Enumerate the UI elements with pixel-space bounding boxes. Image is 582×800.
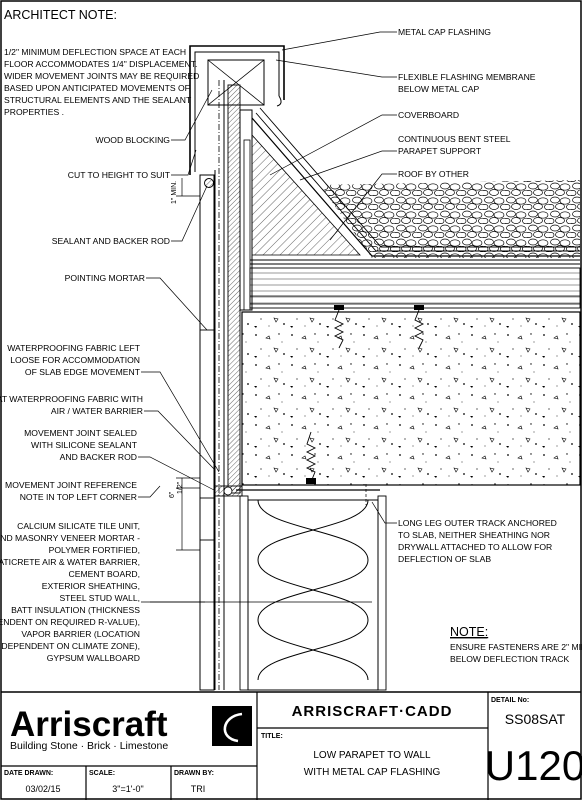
dim-half: 1/2"	[177, 481, 184, 494]
tile-veneer	[199, 174, 215, 691]
logo-wordmark: Arriscraft	[10, 705, 168, 744]
architect-note-line: 1/2" MINIMUM DEFLECTION SPACE AT EACH	[4, 47, 186, 57]
label-roof: ROOF BY OTHER	[398, 169, 469, 179]
architect-note-line: STRUCTURAL ELEMENTS AND THE SEALANT	[4, 95, 192, 105]
detail-no-label: DETAIL No:	[491, 697, 529, 704]
roof-gravel	[320, 180, 580, 258]
label-wall-assembly-8: BATT INSULATION (THICKNESS	[11, 605, 140, 615]
backer-rod	[204, 178, 214, 188]
note-line: ENSURE FASTENERS ARE 2" MIN	[450, 642, 582, 652]
label-wood-blocking: WOOD BLOCKING	[96, 135, 171, 145]
architect-note-line: WIDER MOVEMENT JOINTS MAY BE REQUIRED	[4, 71, 199, 81]
section-drawing	[176, 45, 581, 691]
title-label: TITLE:	[261, 733, 283, 740]
dim-six: 6"	[169, 491, 176, 498]
label-flexible-membrane: FLEXIBLE FLASHING MEMBRANE	[398, 72, 536, 82]
label-wall-assembly-3: POLYMER FORTIFIED,	[49, 545, 140, 555]
label-bent-steel-2: PARAPET SUPPORT	[398, 146, 482, 156]
drawn-by-label: DRAWN BY:	[174, 770, 214, 777]
right-callouts: METAL CAP FLASHING FLEXIBLE FLASHING MEM…	[269, 27, 557, 564]
label-wall-assembly-4: LATICRETE AIR & WATER BARRIER,	[0, 557, 140, 567]
label-wall-assembly-11: DEPENDENT ON CLIMATE ZONE),	[1, 641, 140, 651]
label-wall-assembly-10: VAPOR BARRIER (LOCATION	[21, 629, 140, 639]
label-coverboard: COVERBOARD	[398, 110, 459, 120]
label-movement-joint: MOVEMENT JOINT SEALED	[24, 428, 137, 438]
date-value: 03/02/15	[25, 784, 60, 794]
label-movement-joint-ref-2: NOTE IN TOP LEFT CORNER	[20, 492, 137, 502]
label-wall-assembly: CALCIUM SILICATE TILE UNIT,	[17, 521, 140, 531]
architect-note-line: PROPERTIES .	[4, 107, 64, 117]
architect-note-line: BASED UPON ANTICIPATED MOVEMENTS OF	[4, 83, 190, 93]
label-wall-assembly-7: STEEL STUD WALL,	[59, 593, 140, 603]
label-long-leg-3: DRYWALL ATTACHED TO ALLOW FOR	[398, 542, 552, 552]
logo-mark-icon	[212, 706, 252, 746]
label-coat-waterproofing-2: AIR / WATER BARRIER	[51, 406, 143, 416]
label-wall-assembly-12: GYPSUM WALLBOARD	[47, 653, 140, 663]
label-metal-cap: METAL CAP FLASHING	[398, 27, 491, 37]
label-long-leg-2: TO SLAB, NEITHER SHEATHING NOR	[398, 530, 550, 540]
fastener	[413, 305, 425, 349]
label-pointing-mortar: POINTING MORTAR	[65, 273, 145, 283]
sheet-number: U120	[485, 742, 582, 789]
steel-stud-wall	[247, 499, 379, 691]
concrete-slab	[241, 311, 581, 486]
label-movement-joint-2: WITH SILICONE SEALANT	[31, 440, 138, 450]
logo-tagline: Building Stone · Brick · Limestone	[10, 740, 168, 752]
date-label: DATE DRAWN:	[4, 770, 53, 777]
label-long-leg: LONG LEG OUTER TRACK ANCHORED	[398, 518, 557, 528]
detail-code: SS08SAT	[505, 711, 566, 727]
label-flexible-membrane-2: BELOW METAL CAP	[398, 84, 479, 94]
company-name: ARRISCRAFT·CADD	[292, 703, 453, 720]
label-movement-joint-3: AND BACKER ROD	[60, 452, 137, 462]
label-waterproofing-fabric: WATERPROOFING FABRIC LEFT	[7, 343, 140, 353]
drawing-title-line: LOW PARAPET TO WALL	[313, 750, 431, 761]
label-wall-assembly-9: DEPENDENT ON REQUIRED R-VALUE),	[0, 617, 140, 627]
left-callouts: WOOD BLOCKING CUT TO HEIGHT TO SUIT SEAL…	[0, 89, 372, 663]
label-waterproofing-fabric-3: OF SLAB EDGE MOVEMENT	[25, 367, 141, 377]
drawn-by-value: TRI	[191, 784, 206, 794]
label-wall-assembly-5: CEMENT BOARD,	[69, 569, 140, 579]
label-coat-waterproofing: COAT WATERPROOFING FABRIC WITH	[0, 394, 143, 404]
architect-note-title: ARCHITECT NOTE:	[4, 8, 117, 22]
scale-label: SCALE:	[89, 770, 115, 777]
metal-cap-flashing	[189, 45, 285, 175]
label-bent-steel: CONTINUOUS BENT STEEL	[398, 134, 511, 144]
fastener	[333, 305, 345, 349]
bent-steel-parapet-support	[251, 117, 580, 257]
note-line: BELOW DEFLECTION TRACK	[450, 654, 569, 664]
note-title: NOTE:	[450, 625, 488, 639]
label-wall-assembly-2: HI-BOND MASONRY VENEER MORTAR -	[0, 533, 140, 543]
architect-note-line: FLOOR ACCOMMODATES 1/4" DISPLACEMENT.	[4, 59, 197, 69]
fastener	[305, 431, 317, 484]
label-long-leg-4: DEFLECTION OF SLAB	[398, 554, 491, 564]
label-sealant-backer: SEALANT AND BACKER ROD	[52, 236, 170, 246]
drawing-title-line: WITH METAL CAP FLASHING	[304, 767, 441, 778]
label-waterproofing-fabric-2: LOOSE FOR ACCOMMODATION	[10, 355, 140, 365]
dim-min: 1" MIN.	[171, 181, 178, 204]
scale-value: 3"=1'-0"	[112, 784, 143, 794]
title-block: Arriscraft Building Stone · Brick · Lime…	[1, 691, 582, 800]
wood-blocking	[207, 59, 265, 106]
label-movement-joint-ref: MOVEMENT JOINT REFERENCE	[5, 480, 137, 490]
roof-insulation	[249, 267, 581, 309]
label-wall-assembly-6: EXTERIOR SHEATHING,	[42, 581, 140, 591]
label-cut-to-height: CUT TO HEIGHT TO SUIT	[68, 170, 171, 180]
